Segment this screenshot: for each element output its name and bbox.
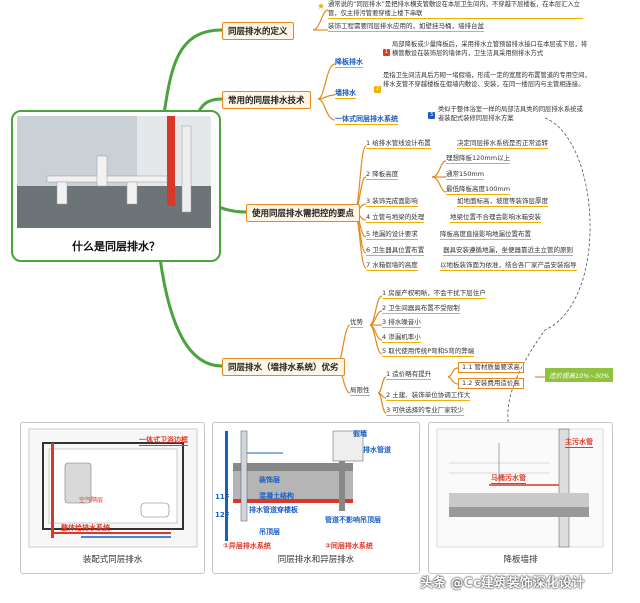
limit-2: 2 土建、装饰单位协调工作大 [386, 391, 471, 401]
tech-desc-3: 类似于整体浴室一样的局部洁具类的同层排水系统或者装配式装修同层排水方案 [438, 106, 583, 122]
tech-tag-2: 墙排水 [335, 89, 356, 99]
point-6: 6 卫生器具位置布置 [366, 246, 425, 256]
definition-item-1: 通常说的“同层排水”是把排水横支管敷设在本层卫生间内，不穿越下层楼板，在本层汇入… [328, 1, 583, 19]
point-2-a: 理想降板120mm以上 [446, 154, 511, 164]
tech-tag-3: 一体式同层排水系统 [335, 115, 398, 125]
limits-label: 局限性 [350, 386, 370, 396]
point-5-note: 降板高度直接影响地漏位置布置 [440, 230, 531, 240]
cost-increase-note: 造价提高10%~30% [545, 368, 614, 382]
point-2-b: 通常150mm [446, 170, 485, 180]
point-1-note: 决定同层排水系统是否正常运转 [457, 139, 548, 149]
compare-caption: 同层排水和异层排水 [277, 555, 355, 565]
compare-label-drain: 排水管道 [363, 446, 391, 454]
floor-12: 12F [215, 511, 230, 519]
branch-definition[interactable]: 同层排水的定义 [222, 22, 294, 40]
compare-caption-2: ②同层排水系统 [325, 542, 373, 550]
point-6-note: 器具安装遵循地漏，坐便器靠近主立管的原则 [443, 246, 573, 256]
branch-points[interactable]: 使用同层排水需把控的要点 [246, 204, 361, 222]
compare-label-pass: 排水管道穿楼板 [249, 506, 298, 514]
branch-tech[interactable]: 常用的同层排水技术 [222, 91, 311, 109]
drop-slab-label-toilet: 马桶污水管 [491, 474, 526, 484]
compare-caption-1: ①异层排水系统 [223, 542, 271, 550]
advantage-4: 4 渗漏机率小 [382, 333, 421, 343]
panel-compare: 假墙 排水管道 装饰层 混凝土结构 排水管道穿楼板 吊顶层 11F 12F 管道… [212, 422, 420, 574]
star-icon: ★ [317, 2, 326, 12]
advantage-3: 3 排水噪音小 [382, 318, 421, 328]
tech-desc-1: 局部降板或少量降板后，采用排水立管预留排水接口在本层或下层，将横管敷设在装饰层的… [392, 41, 588, 57]
advantage-5: 5 取代使用传统P弯和S弯的弊端 [382, 347, 475, 357]
badge-2: 2 [374, 86, 381, 93]
panel-drop-slab: 主污水管 马桶污水管 降板墙排 [428, 422, 613, 574]
point-4: 4 立管与地梁的处理 [366, 213, 425, 223]
bathroom-photo [17, 116, 211, 228]
watermark: 头条 @Cc建筑装饰深化设计 [420, 576, 585, 591]
drop-slab-drawing [436, 428, 604, 548]
point-5: 5 地漏的设计要求 [366, 230, 418, 240]
point-3: 3 装饰完成面影响 [366, 197, 418, 207]
point-3-note: 如地面标高，坡度等装饰层厚度 [457, 197, 548, 207]
compare-label-wall: 假墙 [353, 430, 367, 438]
badge-1: 1 [383, 49, 390, 56]
prefab-drawing [28, 428, 198, 548]
prefab-caption: 装配式同层排水 [82, 555, 143, 565]
compare-drawing [225, 430, 364, 541]
tech-tag-1: 降板排水 [335, 58, 363, 68]
prefab-label-system: 整体给排水系统 [61, 524, 110, 532]
point-2: 2 降板高度 [366, 170, 399, 180]
point-1: 1 给排水管线设计布置 [366, 139, 431, 149]
point-2-c: 最低降板高度100mm [446, 185, 511, 195]
prefab-label-frame: 一体式卫浴边框 [139, 436, 188, 446]
point-7-note: 以地板装饰面为依准，结合各厂家产品安装指导 [440, 261, 577, 271]
center-topic-card: 什么是同层排水？ [11, 110, 221, 262]
drop-slab-caption: 降板墙排 [503, 555, 538, 565]
limit-1-b: 1.2 安装费用造价高 [458, 378, 524, 389]
tech-desc-2: 是指卫生间洁具后方砌一堵假墙，形成一定的宽度的布置管道的专用空间，排水支管不穿越… [383, 72, 591, 88]
compare-label-ceil: 吊顶层 [259, 528, 280, 536]
center-title: 什么是同层排水？ [72, 240, 160, 253]
compare-label-struct: 混凝土结构 [259, 492, 294, 500]
limit-1-a: 1.1 管材质量要求高 [458, 362, 524, 373]
panel-prefab: 一体式卫浴边框 空气隔层 整体给排水系统 装配式同层排水 [20, 422, 205, 574]
limit-3: 3 可供选择的专业厂家较少 [386, 406, 464, 416]
branch-pros-cons[interactable]: 同层排水（墙排水系统）优劣 [222, 358, 345, 376]
bathroom-pipes-illustration [17, 116, 211, 228]
prefab-label-air: 空气隔层 [79, 497, 104, 504]
drop-slab-label-main: 主污水管 [565, 438, 593, 448]
point-4-note: 地梁位置不合理会影响水箱安装 [450, 213, 541, 223]
compare-label-deco: 装饰层 [259, 476, 280, 484]
advantages-label: 优势 [350, 318, 363, 328]
definition-item-2: 装饰工程需要同层排水应用的，如壁挂马桶，墙排台盆 [328, 22, 484, 32]
point-7: 7 水箱假墙的高度 [366, 261, 418, 271]
advantage-1: 1 房屋产权明晰，不会干扰下层住户 [382, 289, 486, 299]
badge-3: 3 [428, 112, 435, 119]
limit-1: 1 造价略有提升 [386, 370, 432, 380]
advantage-2: 2 卫生间器具布置不受限制 [382, 304, 460, 314]
compare-label-nope: 管道不影响吊顶层 [325, 516, 381, 524]
floor-11: 11F [215, 493, 230, 501]
